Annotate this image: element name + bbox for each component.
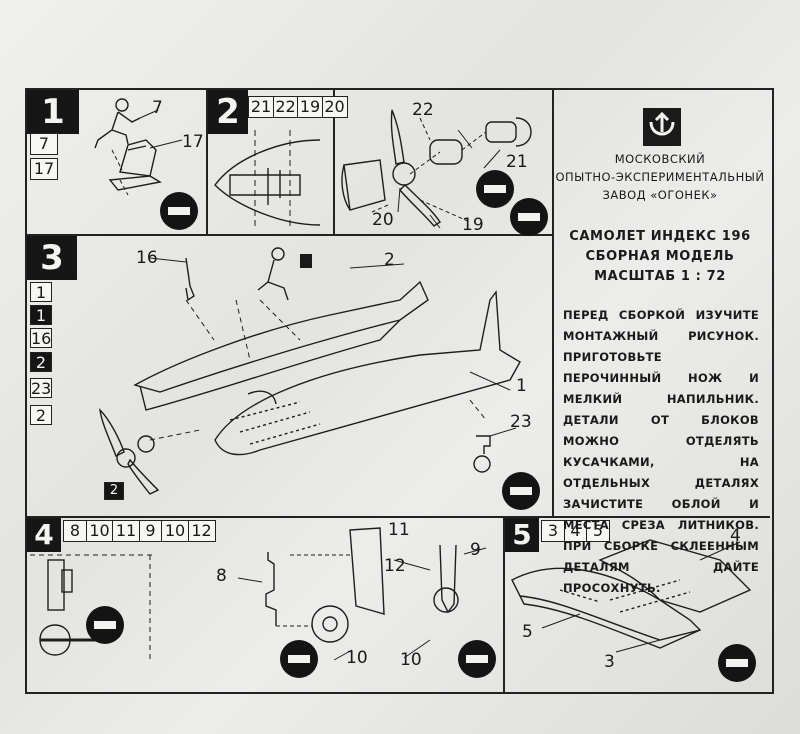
divider [25,234,553,236]
part-label: 22 [412,100,434,120]
divider [206,88,208,236]
part-ref-box: 16 [30,328,52,348]
part-marker [300,254,312,268]
step-number: 5 [505,518,539,552]
factory-line: ОПЫТНО-ЭКСПЕРИМЕНТАЛЬНЫЙ [555,170,765,184]
model-subtitle: СБОРНАЯ МОДЕЛЬ [585,249,735,264]
divider [503,516,505,692]
part-label: 17 [182,132,204,152]
glue-icon [502,472,540,510]
step-number: 1 [27,90,79,134]
part-ref-box: 20 [321,96,348,118]
part-label: 1 [516,376,527,396]
instructions-text: ПЕРЕД СБОРКОЙ ИЗУЧИТЕ МОНТАЖНЫЙ РИСУНОК.… [563,308,759,595]
header-text: МОСКОВСКИЙ ОПЫТНО-ЭКСПЕРИМЕНТАЛЬНЫЙ ЗАВО… [555,150,765,286]
tailwheel-part [473,435,491,473]
part-ref-box: 4 [563,520,588,542]
glue-icon [458,640,496,678]
part-label: 3 [604,652,615,672]
part-ref-box: 10 [161,520,189,542]
seat-part [108,139,162,191]
factory-line: МОСКОВСКИЙ [614,152,706,166]
part-label: 2 [384,250,395,270]
glue-icon [510,198,548,236]
propeller-drawing [341,109,532,227]
part-ref-box: 11 [112,520,140,542]
fuselage-drawing [133,280,521,456]
part-ref-box: 2 [30,352,52,372]
wing-drawing [511,539,752,649]
glue-icon [280,640,318,678]
part-label: 23 [510,412,532,432]
part-ref-box: 19 [297,96,323,118]
part-label: 10 [346,648,368,668]
part-ref-box: 17 [30,158,58,180]
part-label: 12 [384,556,406,576]
factory-line: ЗАВОД «ОГОНЕК» [602,188,718,202]
part-ref-box: 1 [30,305,52,325]
pilot-step3 [257,247,289,301]
gear-leg-right [433,544,459,614]
part-label: 8 [216,566,227,586]
step-number: 2 [208,90,248,134]
part-ref-box: 7 [30,133,58,155]
step-number: 4 [27,518,61,552]
part-label: 4 [730,526,741,546]
part-ref-box: 22 [272,96,299,118]
part-label: 16 [136,248,158,268]
part-label: 21 [506,152,528,172]
glue-icon [718,644,756,682]
pilot-figure [94,98,141,149]
divider [25,516,770,518]
glue-icon [476,170,514,208]
gear-leg-left [265,527,385,643]
part-ref-box: 2 [30,405,52,425]
part-label: 9 [470,540,481,560]
part-label: 5 [522,622,533,642]
cockpit-drawing [214,130,321,230]
model-scale: МАСШТАБ 1 : 72 [594,269,726,284]
part-label: 19 [462,215,484,235]
propeller-step3 [99,408,160,495]
model-title: САМОЛЕТ ИНДЕКС 196 [569,229,751,244]
part-label: 7 [152,98,163,118]
sheet-frame [25,88,774,694]
gear-detail [30,554,155,660]
divider [552,88,554,518]
part-ref-box: 2 [104,482,124,500]
part-ref-box: 1 [30,282,52,302]
exhaust-part [185,257,195,302]
part-label: 10 [400,650,422,670]
divider [333,88,335,236]
part-ref-box: 5 [586,520,610,542]
part-ref-box: 9 [138,520,163,542]
part-ref-box: 12 [187,520,216,542]
glue-icon [86,606,124,644]
part-ref-box: 23 [30,378,52,398]
part-label: 20 [372,210,394,230]
step-number: 3 [27,236,77,280]
factory-logo-icon [643,108,681,146]
glue-icon [160,192,198,230]
part-label: 11 [388,520,410,540]
